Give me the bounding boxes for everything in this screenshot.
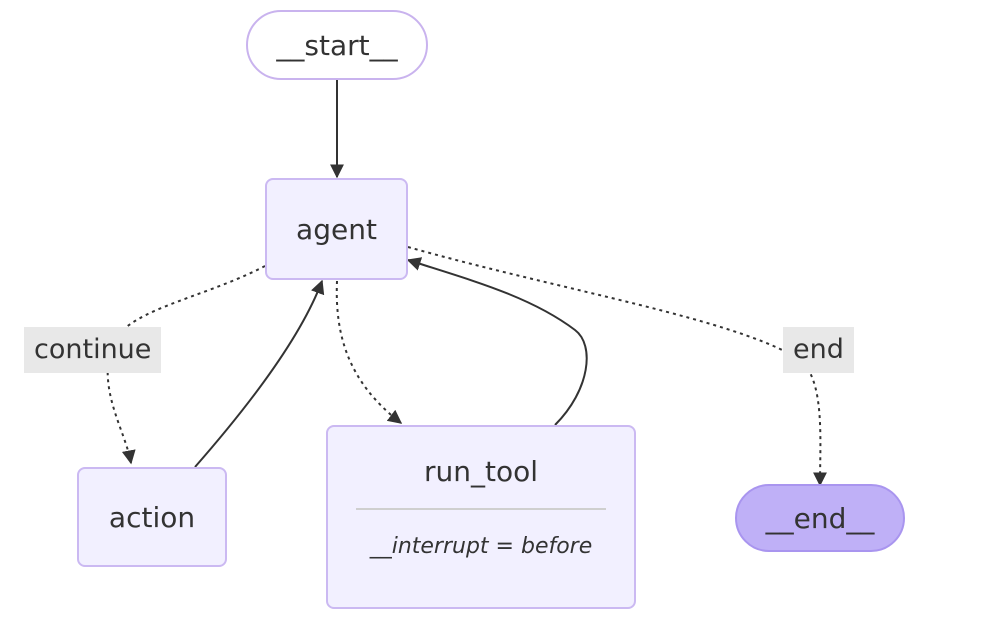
- edge-label-continue: continue: [24, 327, 162, 373]
- node-run-tool[interactable]: run_tool __interrupt = before: [326, 425, 636, 609]
- node-agent[interactable]: agent: [265, 178, 408, 280]
- node-end[interactable]: __end__: [735, 484, 905, 552]
- edge-label-end: end: [783, 327, 854, 373]
- node-start[interactable]: __start__: [246, 10, 428, 80]
- node-run-tool-divider: [356, 508, 606, 510]
- edge-agent-to-action-continue: [106, 265, 266, 465]
- edge-agent-to-end: [407, 246, 828, 487]
- edge-action-to-agent: [194, 279, 325, 468]
- node-run-tool-attribute: __interrupt = before: [369, 534, 593, 559]
- edge-agent-to-run-tool: [335, 280, 403, 424]
- node-start-label: __start__: [276, 28, 398, 62]
- node-action[interactable]: action: [77, 467, 227, 567]
- node-action-label: action: [108, 500, 196, 534]
- node-agent-label: agent: [296, 212, 377, 246]
- edge-run-tool-to-agent: [406, 257, 588, 426]
- node-end-label: __end__: [765, 501, 875, 535]
- node-run-tool-label: run_tool: [423, 455, 539, 488]
